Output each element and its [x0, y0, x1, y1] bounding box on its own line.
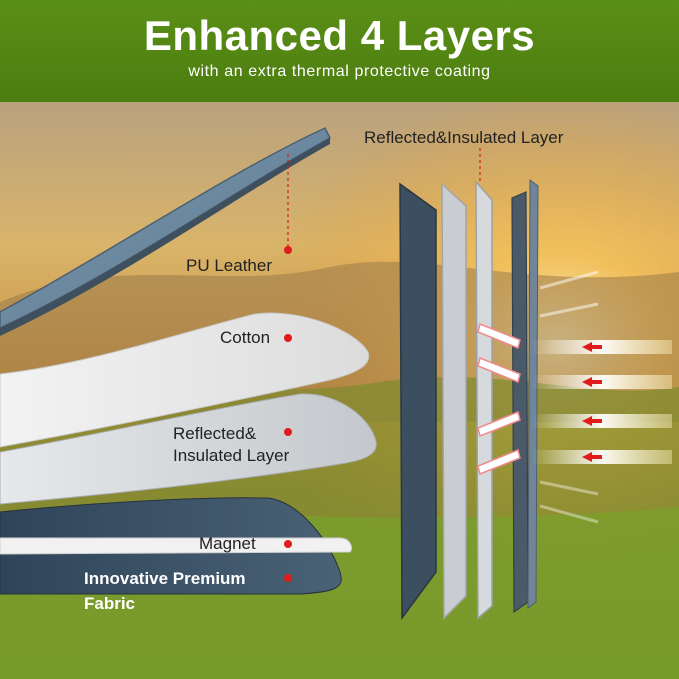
- reflect-arrow-2: [477, 356, 521, 384]
- reflect-arrow-1: [477, 322, 521, 350]
- layers-scene: PU Leather Cotton Reflected& Insulated L…: [0, 102, 679, 679]
- panel-leather: [527, 179, 539, 610]
- pu-leather-edge: [0, 138, 330, 336]
- panel-magnet: [441, 182, 467, 620]
- cotton-dot: [284, 334, 292, 342]
- heat-arrow-2: [582, 377, 602, 387]
- fabric-dot: [284, 574, 292, 582]
- panel-cotton: [511, 191, 529, 614]
- outgoing-arrow-4: [539, 504, 599, 524]
- magnet-dot: [284, 540, 292, 548]
- reflect-arrow-3: [477, 410, 521, 438]
- outgoing-arrow-2: [539, 302, 599, 318]
- outgoing-arrow-3: [539, 480, 599, 496]
- cotton-layer: [0, 312, 370, 448]
- title-banner: Enhanced 4 Layers with an extra thermal …: [0, 0, 679, 102]
- heat-arrow-4: [582, 452, 602, 462]
- label-magnet: Magnet: [199, 534, 256, 553]
- reflective-dot: [284, 428, 292, 436]
- leather-dot: [284, 246, 292, 254]
- label-pu-leather: PU Leather: [186, 256, 272, 275]
- label-fabric-line2: Fabric: [84, 594, 136, 613]
- panel-reflective: [475, 180, 493, 620]
- magnet-layer: [0, 537, 353, 555]
- outgoing-arrow-1: [539, 270, 599, 290]
- heat-arrow-1: [582, 342, 602, 352]
- heat-arrow-3: [582, 416, 602, 426]
- reflective-layer: [0, 393, 377, 505]
- banner-title: Enhanced 4 Layers: [143, 12, 536, 59]
- label-cotton: Cotton: [220, 328, 271, 347]
- label-reflected-line2: Insulated Layer: [173, 446, 290, 465]
- banner-subtitle: with an extra thermal protective coating: [188, 63, 491, 80]
- reflect-arrow-4: [477, 448, 521, 476]
- label-fabric-line1: Innovative Premium: [84, 569, 246, 588]
- layers-illustration: [0, 102, 679, 679]
- label-reflected-line1: Reflected&: [173, 424, 257, 443]
- panel-fabric: [399, 182, 437, 621]
- label-side-reflected: Reflected&Insulated Layer: [364, 128, 564, 147]
